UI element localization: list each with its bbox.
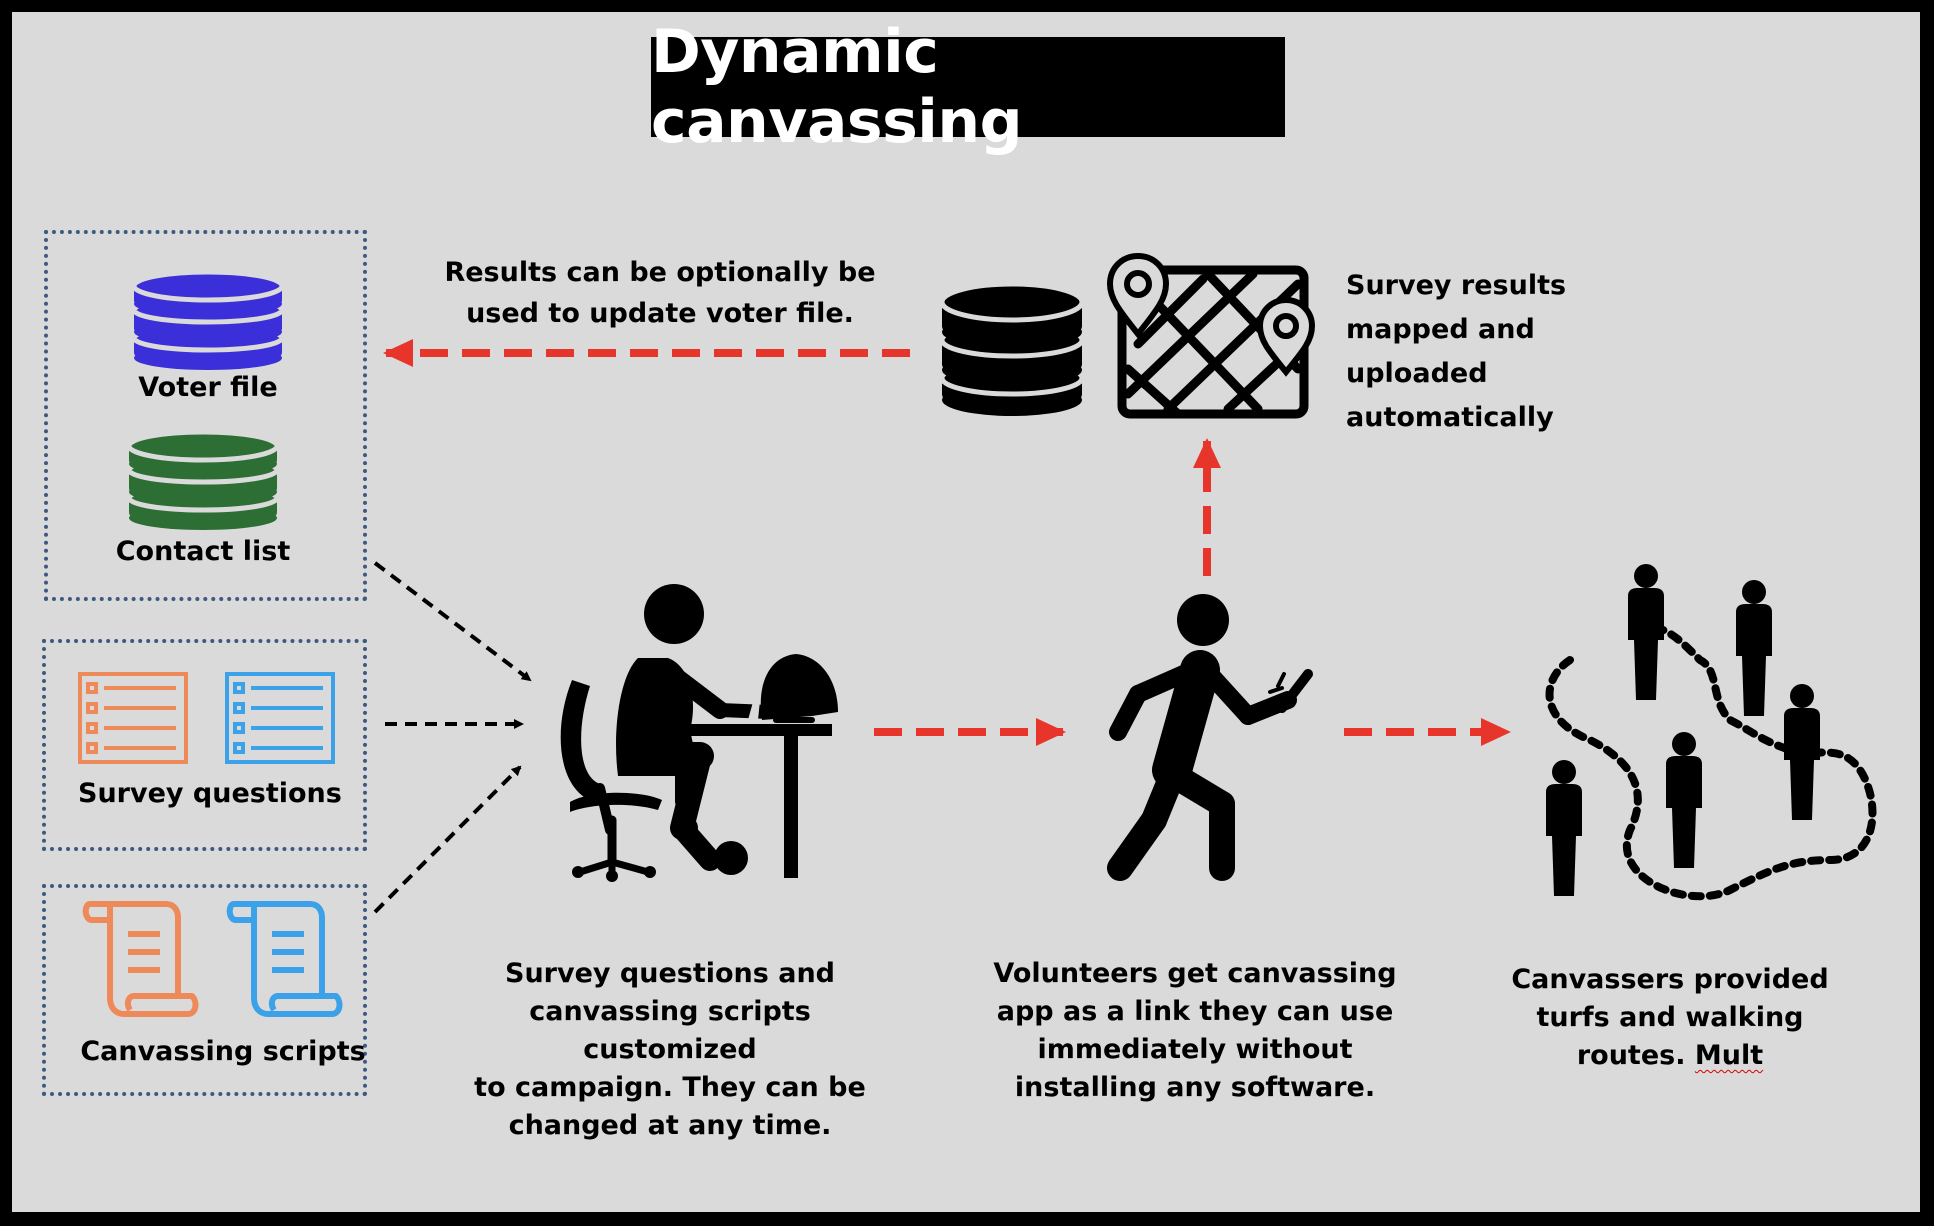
data-sources-box [44, 230, 367, 601]
script-scroll-blue-icon [226, 901, 343, 1017]
survey-results-line: uploaded [1346, 358, 1488, 389]
arrow-sources-to-worker [373, 561, 532, 682]
customized-note: Survey questions and canvassing scripts … [450, 955, 890, 1145]
customized-line: Survey questions and [505, 958, 835, 989]
survey-questions-label: Survey questions [78, 778, 342, 809]
survey-results-line: Survey results [1346, 270, 1567, 301]
survey-results-line: mapped and [1346, 314, 1535, 345]
volunteers-line: installing any software. [1014, 1072, 1376, 1103]
script-scroll-orange-icon [82, 901, 199, 1017]
canvassers-note: Canvassers provided turfs and walking ro… [1510, 961, 1830, 1075]
canvasser-figure [1666, 732, 1702, 868]
canvassing-scripts-box [42, 884, 367, 1096]
voter-file-database-icon [131, 269, 285, 370]
survey-form-orange-icon [78, 672, 188, 764]
contact-list-database-icon [126, 429, 280, 530]
voter-file-label: Voter file [138, 372, 278, 403]
canvasser-figure [1784, 684, 1820, 820]
customized-line: to campaign. They can be [474, 1072, 866, 1103]
results-update-line: Results can be optionally be [444, 257, 876, 288]
person-at-desk-icon [560, 584, 838, 882]
survey-questions-box [42, 639, 367, 851]
survey-form-blue-icon [225, 672, 335, 764]
black-dashed-arrows [373, 561, 532, 914]
volunteers-line: app as a link they can use [996, 996, 1394, 1027]
canvassers-line: Canvassers provided [1511, 964, 1829, 995]
customized-line: changed at any time. [508, 1110, 832, 1141]
arrow-scripts-to-worker [373, 765, 522, 914]
survey-results-note: Survey results mapped and uploaded autom… [1346, 264, 1646, 440]
map-pin-icon [1106, 252, 1316, 419]
canvassers-line: turfs and walking [1536, 1002, 1804, 1033]
canvassers-line: routes. Mult [1510, 1037, 1830, 1075]
volunteers-line: immediately without [1037, 1034, 1353, 1065]
canvasser-figure [1628, 564, 1664, 700]
results-update-line: used to update voter file. [466, 298, 854, 329]
walking-route-path [1545, 622, 1877, 901]
survey-results-line: automatically [1346, 402, 1554, 433]
red-dashed-arrows [383, 339, 1511, 746]
spellcheck-flagged-word: Mult [1694, 1040, 1764, 1071]
customized-line: canvassing scripts customized [529, 996, 811, 1065]
walking-person-with-phone-icon [1107, 594, 1313, 881]
canvassers-route-icon [1545, 564, 1877, 901]
results-update-note: Results can be optionally be used to upd… [420, 252, 900, 334]
canvassing-scripts-label: Canvassing scripts [80, 1036, 366, 1067]
volunteers-note: Volunteers get canvassing app as a link … [990, 955, 1400, 1107]
canvasser-figure [1736, 580, 1772, 716]
canvasser-figure [1546, 760, 1582, 896]
results-database-icon [939, 281, 1085, 416]
volunteers-line: Volunteers get canvassing [993, 958, 1397, 989]
contact-list-label: Contact list [115, 536, 291, 567]
canvassers-line-text: routes. [1576, 1040, 1695, 1071]
